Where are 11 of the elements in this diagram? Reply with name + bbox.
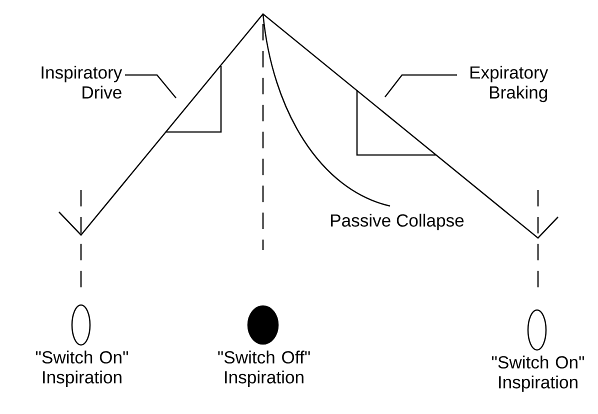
caption-text: "Switch On" Inspiration (492, 356, 584, 392)
ellipse-symbol (527, 309, 547, 351)
leader-line (384, 74, 457, 98)
leader-line (125, 74, 176, 98)
caption-text: "Switch Off" Inspiration (218, 350, 310, 387)
callout-text: Inspiratory Drive (42, 66, 122, 99)
ellipse-symbol (247, 305, 279, 345)
ellipse-symbol (71, 304, 91, 346)
callout-text: Expiratory Braking (470, 66, 548, 102)
caption-text: "Switch On" Inspiration (36, 350, 128, 387)
curve-label: Passive Collapse (331, 214, 464, 230)
